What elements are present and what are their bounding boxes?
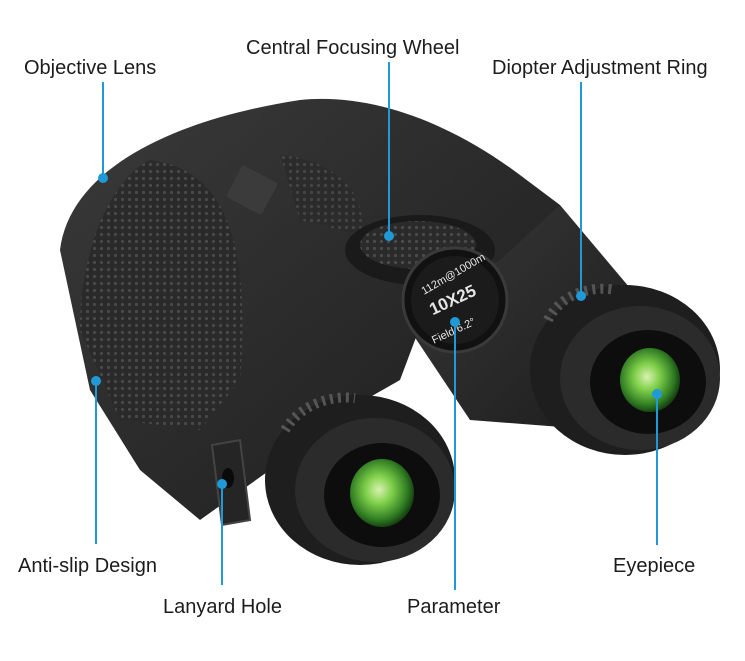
lanyard-dot	[217, 479, 227, 489]
anti-slip-texture	[80, 160, 243, 430]
right-lens-glass	[620, 348, 680, 412]
eyepiece-dot	[652, 389, 662, 399]
focus-wheel-dot	[384, 231, 394, 241]
anti-slip-design-label: Anti-slip Design	[18, 555, 157, 577]
right-eyepiece	[530, 283, 720, 455]
objective-lens-dot	[98, 173, 108, 183]
left-lens-glass	[350, 459, 414, 527]
eyepiece-label: Eyepiece	[613, 555, 696, 577]
left-eyepiece	[265, 392, 455, 565]
lanyard-hole-label: Lanyard Hole	[163, 596, 282, 618]
central-focusing-wheel-label: Central Focusing Wheel	[246, 37, 460, 59]
diopter-dot	[576, 291, 586, 301]
anti-slip-dot	[91, 376, 101, 386]
objective-lens-label: Objective Lens	[24, 57, 157, 79]
callouts	[91, 62, 662, 590]
parameter-dot	[450, 317, 460, 327]
diopter-adjustment-ring-label: Diopter Adjustment Ring	[492, 57, 708, 79]
parameter-label: Parameter	[407, 596, 501, 618]
binocular-body	[60, 98, 560, 520]
